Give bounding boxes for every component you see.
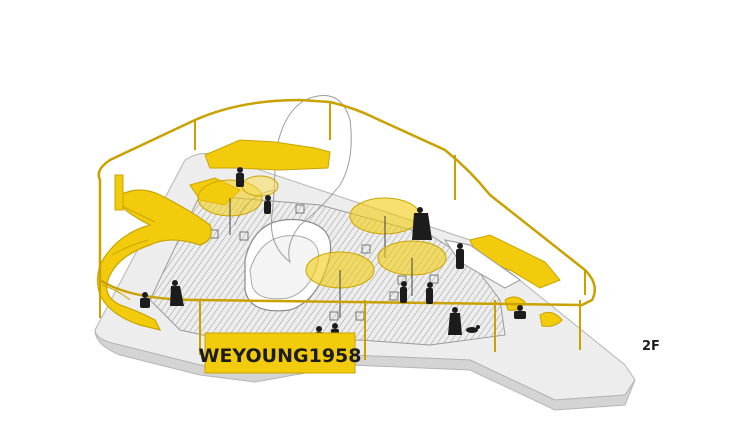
spiral-slide [97,174,212,331]
railing [97,98,597,360]
person-5 [170,280,184,306]
umbrella-5 [305,251,375,318]
person-7 [426,282,433,304]
floor-label-text: 2F [642,339,660,354]
person-1 [236,167,244,187]
person-12 [140,292,150,308]
person-10 [448,307,462,335]
sign-text: WEYOUNG1958 [199,345,362,367]
people [140,167,526,344]
umbrella-4 [377,240,447,296]
floor-label: 2F [642,339,660,354]
umbrella-2 [241,175,279,197]
person-11 [514,305,526,319]
person-6 [400,281,407,303]
person-4 [456,243,464,269]
person-3 [412,207,432,240]
brand-sign: WEYOUNG1958 [199,332,362,374]
dog [466,325,480,333]
person-2 [264,195,271,214]
